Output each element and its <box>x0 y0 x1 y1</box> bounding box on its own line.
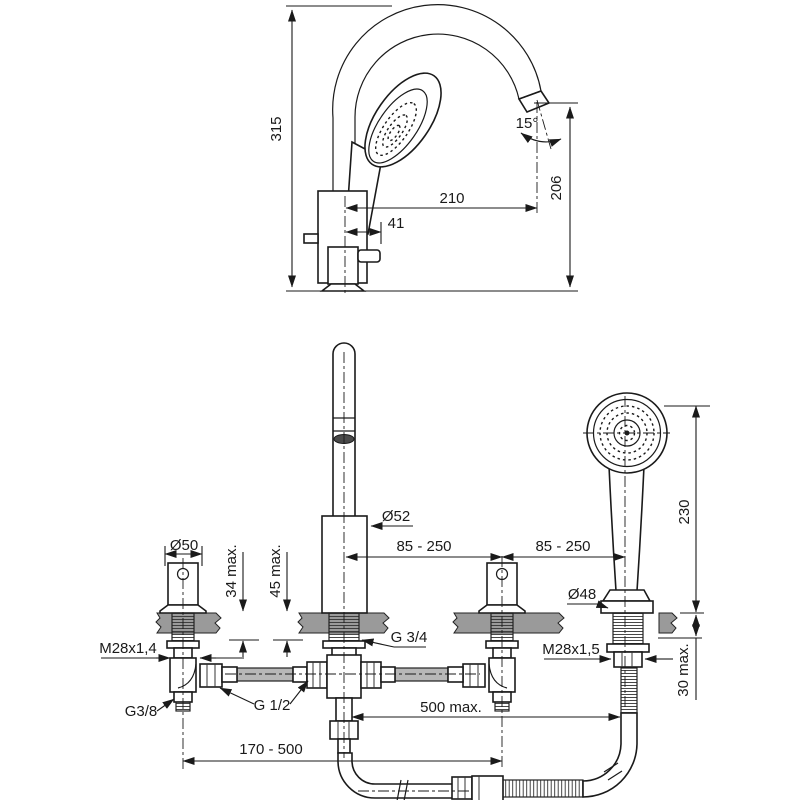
label-valve-outlet-thread: G3/8 <box>125 703 158 720</box>
dim-valve-spread: 170 - 500 <box>239 741 302 758</box>
side-view-faucet: 315 206 210 41 15° <box>268 4 578 296</box>
handshower-holder <box>601 589 652 602</box>
handshower-handle <box>608 465 645 592</box>
dim-valve-deck-max: 34 max. <box>223 544 240 597</box>
supply-pipe-right <box>394 667 449 682</box>
label-spout-thread: G 3/4 <box>391 629 428 646</box>
dim-spacing-left: 85 - 250 <box>396 538 451 555</box>
shower-hose-bend <box>582 712 638 798</box>
supply-pipe-left <box>236 667 294 682</box>
handle-lever <box>357 249 381 263</box>
handshower-head-side <box>364 72 442 168</box>
spout-column <box>321 342 368 657</box>
dim-total-height: 315 <box>268 116 285 141</box>
spout-tube-front <box>332 342 356 518</box>
dim-spout-reach: 210 <box>439 190 464 207</box>
dim-spout-deck-max: 45 max. <box>267 544 284 597</box>
label-handshower-thread: M28x1,5 <box>542 641 600 658</box>
spout-body-front <box>321 515 368 614</box>
handshower-mounting-thread <box>612 612 644 645</box>
outlet-pipe <box>337 752 454 799</box>
dim-handle-offset: 41 <box>388 215 405 232</box>
dim-outlet-angle: 15° <box>516 115 539 132</box>
dim-outlet-height: 206 <box>548 175 565 200</box>
spout-inner-curve <box>354 33 520 192</box>
spout-outer-curve <box>332 4 542 192</box>
right-valve <box>447 562 526 712</box>
side-outlet-stub <box>303 233 319 244</box>
faucet-base-flare <box>319 283 367 292</box>
dim-handshower-base-dia: Ø48 <box>568 586 596 603</box>
hose-coupling <box>451 775 504 800</box>
faucet-handle-side <box>327 246 359 285</box>
installation-view: Ø50 85 - 250 85 - 250 Ø52 34 max. 45 max… <box>99 342 710 800</box>
dim-handshower-deck-max: 30 max. <box>675 643 692 696</box>
shower-hose-vertical <box>620 667 638 714</box>
handshower-front <box>586 392 668 668</box>
dim-spout-body-dia: Ø52 <box>382 508 410 525</box>
shower-hose-horizontal <box>502 779 584 798</box>
label-inlet-thread: G 1/2 <box>254 697 291 714</box>
dim-hose-length-max: 500 max. <box>420 699 482 716</box>
label-valve-thread: M28x1,4 <box>99 640 157 657</box>
dim-handle-dia: Ø50 <box>170 537 198 554</box>
dim-handshower-height: 230 <box>676 499 693 524</box>
dim-spacing-right: 85 - 250 <box>535 538 590 555</box>
